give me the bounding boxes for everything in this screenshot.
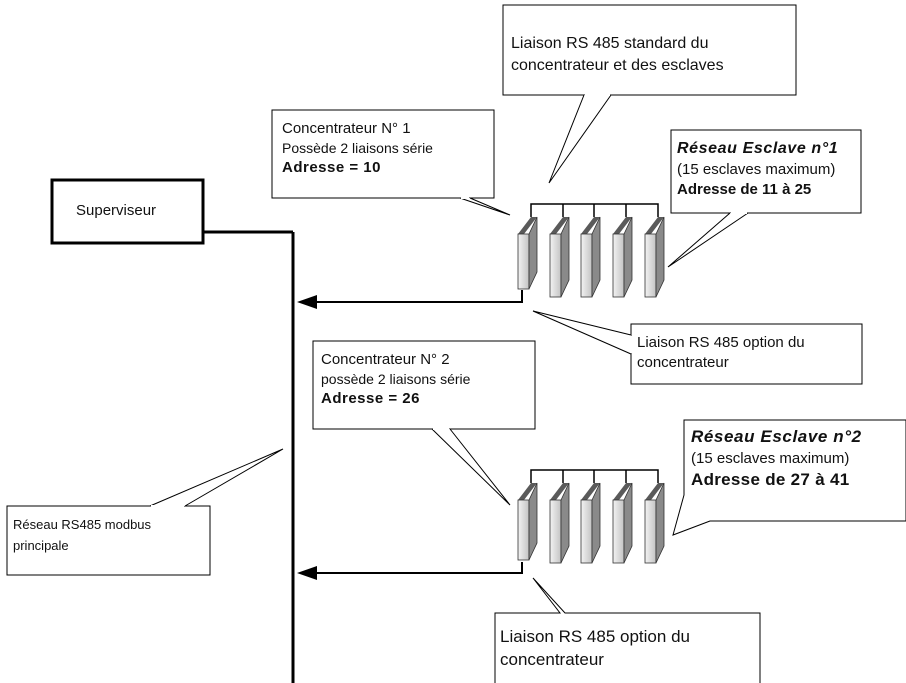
concentrateur-2-address: Adresse = 26: [321, 390, 420, 408]
esclave-1-label: Réseau Esclave n°1 (15 esclaves maximum)…: [677, 138, 838, 200]
reseau-principal-line2: principale: [13, 537, 69, 553]
concentrateur-1-description: Possède 2 liaisons série: [282, 140, 433, 157]
callout-esclave-1: [667, 129, 862, 268]
option-2-label: Liaison RS 485 option du concentrateur: [500, 626, 690, 672]
callout-concentrateur-1: [271, 109, 511, 216]
reseau-principal-line1: Réseau RS485 modbus: [13, 517, 152, 532]
option-1-line1: Liaison RS 485 option du: [637, 334, 805, 351]
concentrateur-2-description: possède 2 liaisons série: [321, 371, 471, 388]
option-1-label: Liaison RS 485 option du concentrateur: [637, 333, 805, 374]
arrow-concentrateur-2: [297, 562, 523, 580]
concentrateur-2-title: Concentrateur N° 2: [321, 351, 450, 368]
concentrateur-1-title: Concentrateur N° 1: [282, 120, 411, 137]
option-1-line2: concentrateur: [637, 354, 729, 372]
esclave-2-address: Adresse de 27 à 41: [691, 470, 850, 490]
option-2-line1: Liaison RS 485 option du: [500, 627, 690, 646]
esclave-1-title: Réseau Esclave n°1: [677, 140, 839, 157]
option-2-line2: concentrateur: [500, 649, 604, 669]
callout-esclave-2: [672, 419, 906, 536]
esclave-2-title: Réseau Esclave n°2: [691, 427, 862, 446]
esclave-2-label: Réseau Esclave n°2 (15 esclaves maximum)…: [691, 426, 862, 492]
esclave-2-capacity: (15 esclaves maximum): [691, 449, 850, 467]
rs485-standard-label: Liaison RS 485 standard du concentrateur…: [511, 33, 724, 76]
callout-option-2: [494, 577, 761, 683]
device-rack-2: [517, 469, 665, 564]
esclave-1-address: Adresse de 11 à 25: [677, 180, 812, 198]
concentrateur-1-address: Adresse = 10: [282, 159, 381, 177]
superviseur-label: Superviseur: [76, 202, 157, 219]
concentrateur-1-label: Concentrateur N° 1 Possède 2 liaisons sé…: [282, 119, 433, 178]
esclave-1-capacity: (15 esclaves maximum): [677, 160, 836, 178]
rs485-standard-line2: concentrateur et des esclaves: [511, 56, 724, 74]
reseau-principal-label: Réseau RS485 modbus principale: [13, 515, 151, 557]
device-rack-1: [517, 203, 665, 298]
callout-rs485-standard: [502, 4, 797, 184]
concentrateur-2-label: Concentrateur N° 2 possède 2 liaisons sé…: [321, 350, 470, 409]
callout-reseau-principal: [6, 448, 284, 576]
arrow-concentrateur-1: [297, 290, 523, 309]
rs485-standard-line1: Liaison RS 485 standard du: [511, 35, 709, 52]
superviseur-box: [50, 178, 205, 245]
callout-option-1: [532, 310, 863, 385]
main-bus: [203, 230, 295, 683]
callout-concentrateur-2: [312, 340, 536, 506]
